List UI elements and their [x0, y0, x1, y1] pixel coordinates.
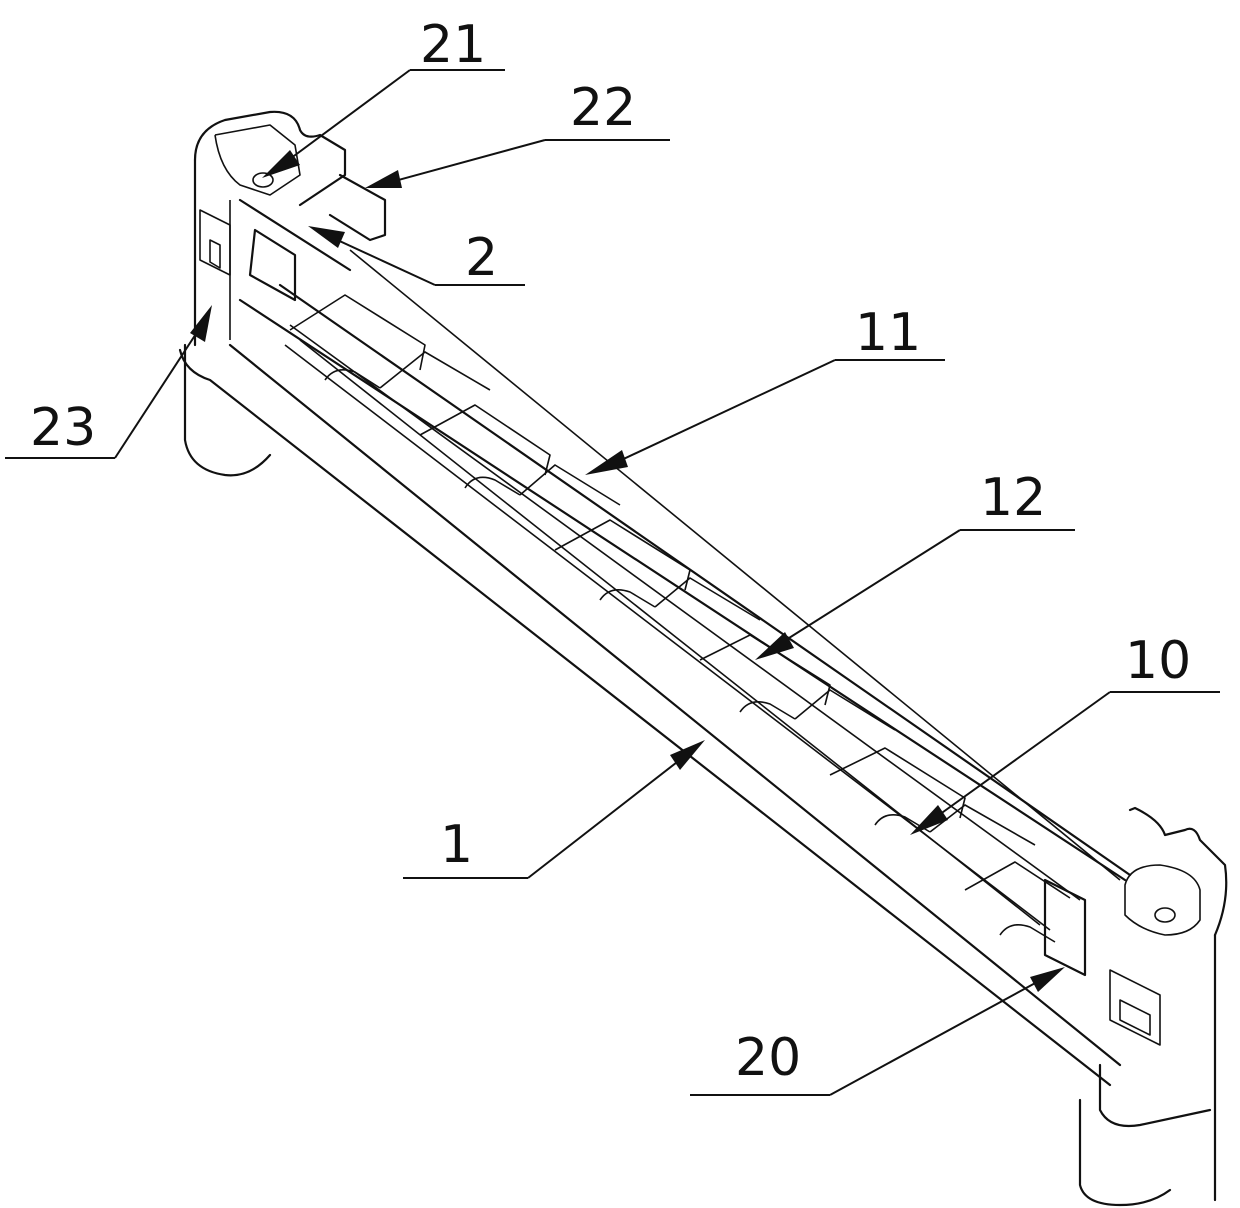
label-20: 20 [735, 1028, 801, 1088]
label-1: 1 [440, 815, 473, 875]
label-21: 21 [420, 15, 486, 75]
label-texts: 21 22 2 11 23 12 10 1 20 [30, 15, 1191, 1088]
pocket-cells [290, 295, 1070, 942]
label-23: 23 [30, 398, 96, 458]
callouts [5, 70, 1220, 1095]
label-11: 11 [855, 303, 921, 363]
label-22: 22 [570, 78, 636, 138]
right-end-cap [1045, 808, 1226, 1205]
label-12: 12 [980, 468, 1046, 528]
label-2: 2 [465, 228, 498, 288]
bar-body [180, 250, 1130, 1085]
label-10: 10 [1125, 631, 1191, 691]
